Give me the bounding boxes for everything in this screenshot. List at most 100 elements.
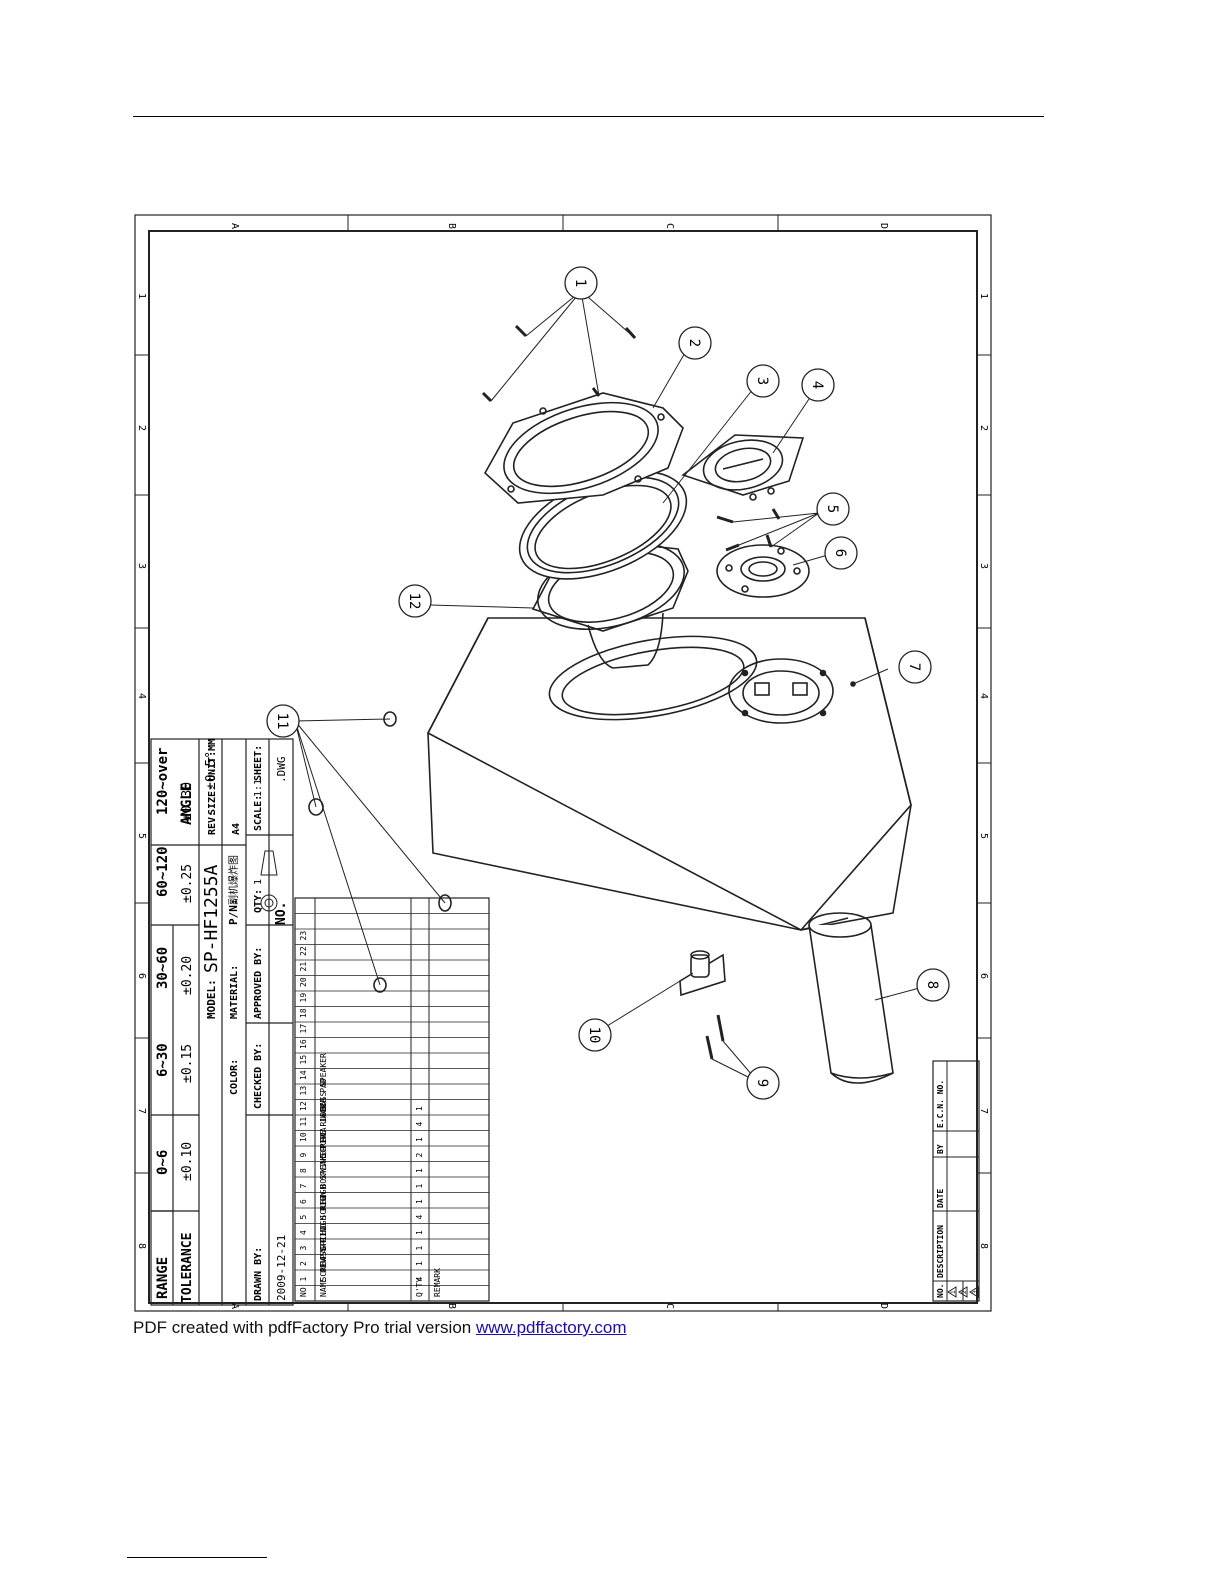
revision-mark-triangle <box>947 1286 957 1298</box>
rubber-pads <box>308 711 452 993</box>
parts-row-no: 23 <box>299 931 308 941</box>
parts-row-qty: 1 <box>415 1199 424 1204</box>
range-value: 120~over <box>155 748 171 815</box>
speaker-box <box>426 617 912 932</box>
parts-row-no: 8 <box>299 1168 308 1173</box>
parts-header: NAME OF PART <box>319 1239 328 1297</box>
scale-value: 1:1 <box>253 779 264 797</box>
tolerance-value: ±0.30 <box>180 782 195 821</box>
color-label: COLOR: <box>229 1059 240 1095</box>
footnote-rule <box>127 1557 267 1558</box>
bass-ring <box>483 392 684 504</box>
model-value: SP-HF1255A <box>201 864 222 973</box>
leader-lines <box>294 290 924 1083</box>
tolerance-value: ±0.10 <box>180 1142 195 1181</box>
callout-circle <box>578 1018 612 1052</box>
parts-row-no: 4 <box>299 1230 308 1235</box>
revision-mark-number: 1 <box>950 1290 957 1294</box>
footer-text: PDF created with pdfFactory Pro trial ve… <box>133 1318 476 1337</box>
callout-number: 9 <box>754 1079 770 1087</box>
parts-row-no: 1 <box>299 1277 308 1282</box>
range-value: 6~30 <box>155 1043 171 1077</box>
footer-link[interactable]: www.pdffactory.com <box>475 1318 627 1337</box>
parts-row-qty: 4 <box>415 1215 424 1220</box>
parts-row-no: 20 <box>299 977 308 987</box>
parts-row-name: BASS RING <box>319 1222 328 1266</box>
parts-row-no: 10 <box>299 1132 308 1142</box>
range-value: 60~120 <box>155 846 171 897</box>
parts-row-no: 19 <box>299 993 308 1003</box>
zone-row-label: 2 <box>136 425 147 431</box>
parts-row-no: 18 <box>299 1008 308 1018</box>
revision-header: DESCRIPTION <box>936 1225 945 1278</box>
zone-row-label: 2 <box>978 425 989 431</box>
high-ring <box>681 434 805 501</box>
parts-row-no: 3 <box>299 1246 308 1251</box>
parts-row-no: 2 <box>299 1261 308 1266</box>
parts-header: Q'TY <box>415 1278 424 1297</box>
exploded-view <box>308 324 912 1084</box>
tolerance-value: ±0.20 <box>180 956 195 995</box>
parts-row-name: RCA JACK <box>319 1103 328 1142</box>
parts-row-no: 14 <box>299 1070 308 1080</box>
callout-number: 10 <box>586 1027 602 1044</box>
revision-header: DATE <box>936 1189 945 1208</box>
parts-row-name: WIND PIPE <box>319 1129 328 1173</box>
parts-row-no: 21 <box>299 962 308 972</box>
callout-circle <box>801 368 835 402</box>
projection-symbol-inner <box>264 898 274 908</box>
top-rule <box>133 116 1044 117</box>
size-value: A4 <box>231 823 242 835</box>
zone-row-label: 8 <box>136 1243 147 1249</box>
callout-number: 5 <box>824 505 840 513</box>
parts-row-no: 13 <box>299 1086 308 1096</box>
parts-row-qty: 4 <box>415 1122 424 1127</box>
rev-label: REV: <box>207 811 218 835</box>
parts-row-qty: 1 <box>415 1246 424 1251</box>
tolerance-value: ±0.15 <box>180 1044 195 1083</box>
material-label: MATERIAL: <box>229 965 240 1019</box>
callout-number: 6 <box>832 549 848 557</box>
high-speaker <box>716 544 810 598</box>
parts-row-name: BASS SPEAKER <box>319 1053 328 1111</box>
zone-col-label: D <box>878 1303 889 1309</box>
callout-number: 2 <box>686 339 702 347</box>
sheet-label: SHEET: <box>253 745 264 781</box>
parts-row-no: 5 <box>299 1215 308 1220</box>
parts-row-no: 15 <box>299 1055 308 1065</box>
unit-label: UNIT:MM <box>207 739 218 781</box>
revision-header: BY <box>936 1144 945 1154</box>
zone-row-label: 3 <box>136 563 147 569</box>
parts-row-no: 17 <box>299 1024 308 1034</box>
zone-row-label: 4 <box>978 693 989 699</box>
callout-circle <box>678 326 712 360</box>
range-label: RANGE <box>155 1257 171 1299</box>
screws <box>481 324 781 1060</box>
zone-row-label: 4 <box>136 693 147 699</box>
parts-row-name: GRILL <box>319 1226 328 1250</box>
callout-circle <box>816 492 850 526</box>
parts-header: NO <box>299 1287 308 1297</box>
range-value: 0~6 <box>155 1150 171 1175</box>
dwg-label: .DWG <box>275 757 288 784</box>
parts-row-no: 9 <box>299 1153 308 1158</box>
revision-mark-number: 3 <box>972 1290 979 1294</box>
parts-row-name: SCREW <box>319 1133 328 1157</box>
wind-pipe <box>808 912 894 1084</box>
parts-row-no: 11 <box>299 1117 308 1127</box>
revision-header: NO. <box>936 1284 945 1298</box>
callout-circle <box>564 266 598 300</box>
callout-circle <box>916 968 950 1002</box>
rca-jack <box>679 950 726 997</box>
tolerance-label: TOLERANCE <box>180 1233 195 1303</box>
drawn-date: 2009-12-21 <box>275 1235 288 1301</box>
parts-row-name: SCREW <box>319 1257 328 1281</box>
callout-circle <box>746 1066 780 1100</box>
pn-label: P/N: <box>227 899 240 926</box>
zone-col-label: A <box>229 223 240 229</box>
parts-row-no: 7 <box>299 1184 308 1189</box>
